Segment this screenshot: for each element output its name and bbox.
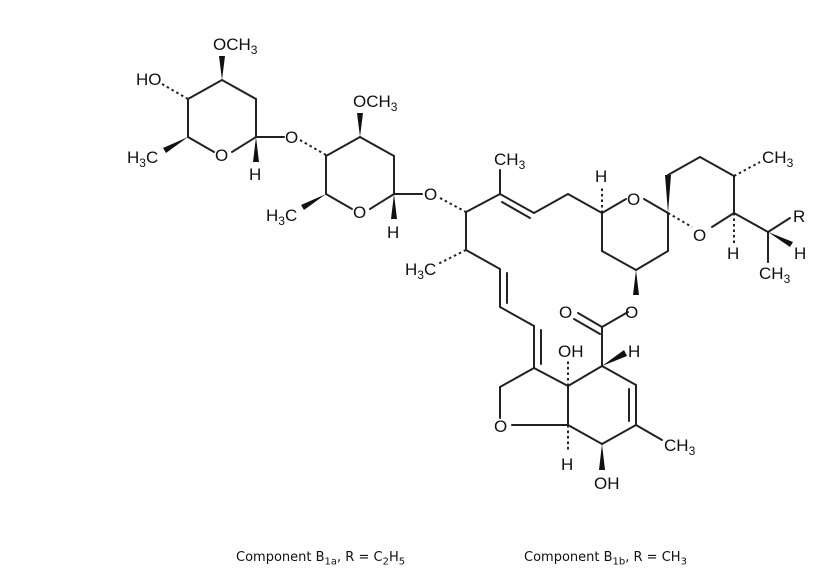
sugar-ring-1 [161,56,285,162]
label-h-right2: H [794,244,806,263]
label-h-spiro-left: H [595,167,607,186]
label-oh-bottom: OH [594,474,620,493]
label-o-link2: O [424,185,437,204]
label-och3-1: OCH3 [213,35,258,57]
label-ho: HO [136,70,162,89]
label-ester-o: O [625,303,638,322]
caption-component-b1a: Component B1a, R = C2H5 [236,550,406,568]
label-ch3-top: CH3 [494,150,526,172]
label-o-link1: O [285,128,298,147]
label-ch3-bottom: CH3 [664,436,696,458]
label-h-bottom: H [561,455,573,474]
label-h3c-2: H3C [266,206,297,228]
label-ring1-h: H [249,165,261,184]
macrocycle [437,169,603,369]
label-ring2-h: H [387,223,399,242]
label-oh-1: OH [558,342,584,361]
label-och3-2: OCH3 [353,92,398,114]
label-h-ring3: H [628,342,640,361]
label-spiro-o1: O [627,190,640,209]
label-h3c-1: H3C [127,148,158,170]
ester-and-bicyclic [499,311,663,470]
label-ring2-o: O [353,203,366,222]
label-ring1-o: O [215,146,228,165]
label-furan-o: O [494,417,507,436]
label-ch3-right-bottom: CH3 [759,264,791,286]
label-ester-o-carbonyl: O [559,303,572,322]
sugar-ring-2 [299,113,423,219]
caption-component-b1b: Component B1b, R = CH3 [524,550,687,568]
label-ch3-right: CH3 [762,148,794,170]
label-spiro-o2: O [693,226,706,245]
label-h3c-3: H3C [405,260,436,282]
label-r-group: R [793,207,805,226]
label-h-right1: H [727,244,739,263]
spiroketal [601,156,793,295]
